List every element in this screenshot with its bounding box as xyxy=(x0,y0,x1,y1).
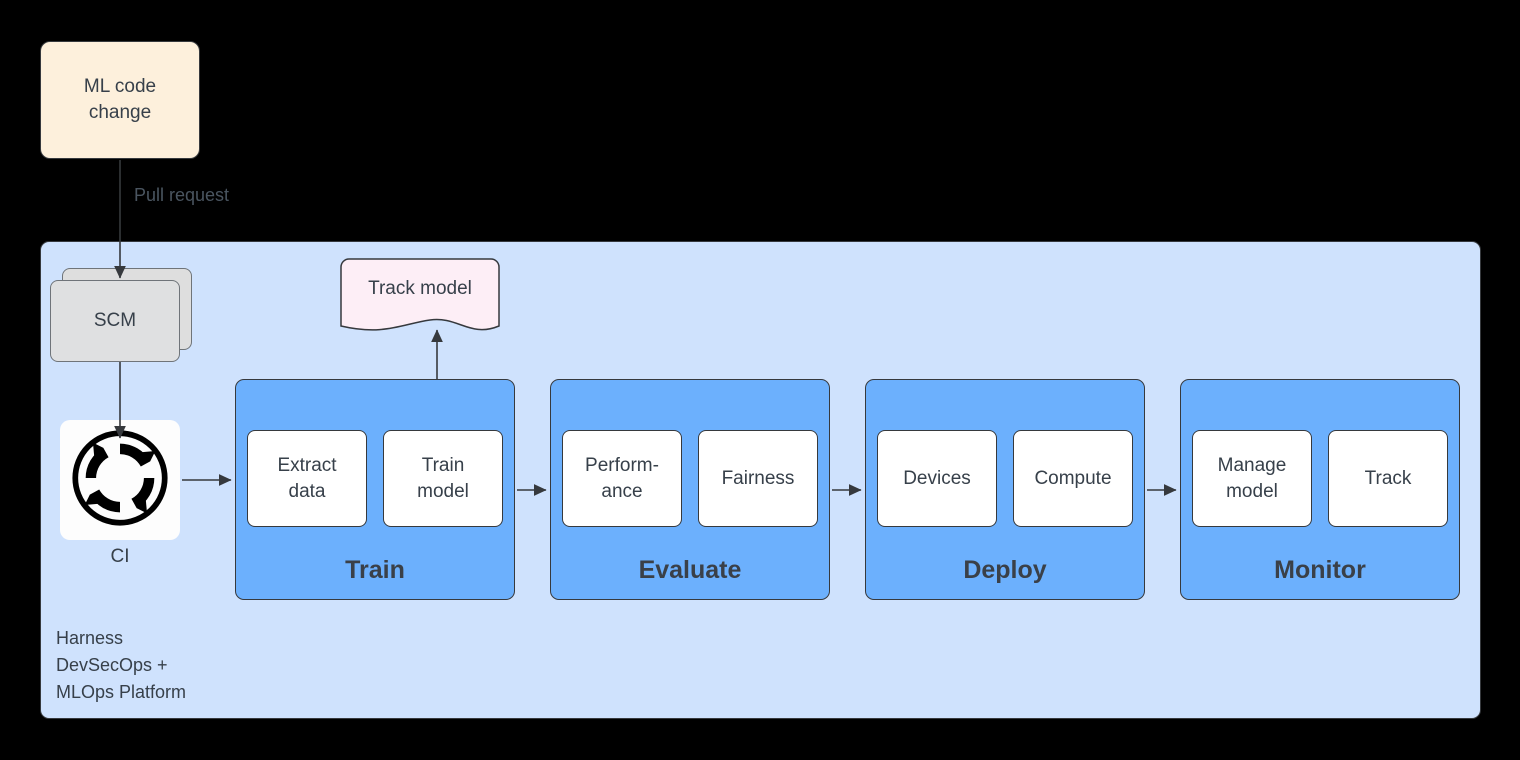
step-performance[interactable]: Perform- ance xyxy=(562,430,682,527)
step-manage-model-label: Manage model xyxy=(1217,454,1287,502)
step-track[interactable]: Track xyxy=(1328,430,1448,527)
stage-train[interactable]: Extract data Train model Train xyxy=(235,379,515,600)
scm-label: SCM xyxy=(93,310,137,331)
step-compute-label: Compute xyxy=(1034,467,1112,489)
node-track-model[interactable]: Track model xyxy=(340,258,500,333)
step-train-model-label: Train model xyxy=(417,454,469,502)
step-track-label: Track xyxy=(1364,467,1412,489)
document-shape-icon xyxy=(340,258,500,331)
step-fairness[interactable]: Fairness xyxy=(698,430,818,527)
ml-code-change-label: ML code change xyxy=(83,76,157,123)
stage-deploy-steps: Devices Compute xyxy=(866,430,1144,527)
stage-train-steps: Extract data Train model xyxy=(236,430,514,527)
stage-deploy-title: Deploy xyxy=(963,556,1047,584)
node-ci[interactable] xyxy=(60,420,180,540)
step-compute[interactable]: Compute xyxy=(1013,430,1133,527)
step-train-model[interactable]: Train model xyxy=(383,430,503,527)
stage-evaluate-steps: Perform- ance Fairness xyxy=(551,430,829,527)
stage-monitor[interactable]: Manage model Track Monitor xyxy=(1180,379,1460,600)
stage-train-title: Train xyxy=(345,556,405,584)
ci-cycle-icon xyxy=(68,426,172,535)
edge-label-pull-request: Pull request xyxy=(134,185,230,205)
step-devices[interactable]: Devices xyxy=(877,430,997,527)
stage-monitor-steps: Manage model Track xyxy=(1181,430,1459,527)
stage-monitor-title: Monitor xyxy=(1274,556,1366,584)
node-scm[interactable]: SCM xyxy=(50,280,180,362)
ci-label: CI xyxy=(110,546,130,567)
track-model-label: Track model xyxy=(368,278,472,299)
node-ml-code-change[interactable]: ML code change xyxy=(40,41,200,159)
stage-evaluate-title: Evaluate xyxy=(638,556,742,584)
step-performance-label: Perform- ance xyxy=(585,454,659,502)
harness-platform-label: Harness DevSecOps + MLOps Platform xyxy=(56,628,187,702)
step-manage-model[interactable]: Manage model xyxy=(1192,430,1312,527)
step-extract-data[interactable]: Extract data xyxy=(247,430,367,527)
step-extract-data-label: Extract data xyxy=(277,454,337,502)
stage-evaluate[interactable]: Perform- ance Fairness Evaluate xyxy=(550,379,830,600)
step-devices-label: Devices xyxy=(903,467,971,489)
step-fairness-label: Fairness xyxy=(721,467,795,489)
stage-deploy[interactable]: Devices Compute Deploy xyxy=(865,379,1145,600)
